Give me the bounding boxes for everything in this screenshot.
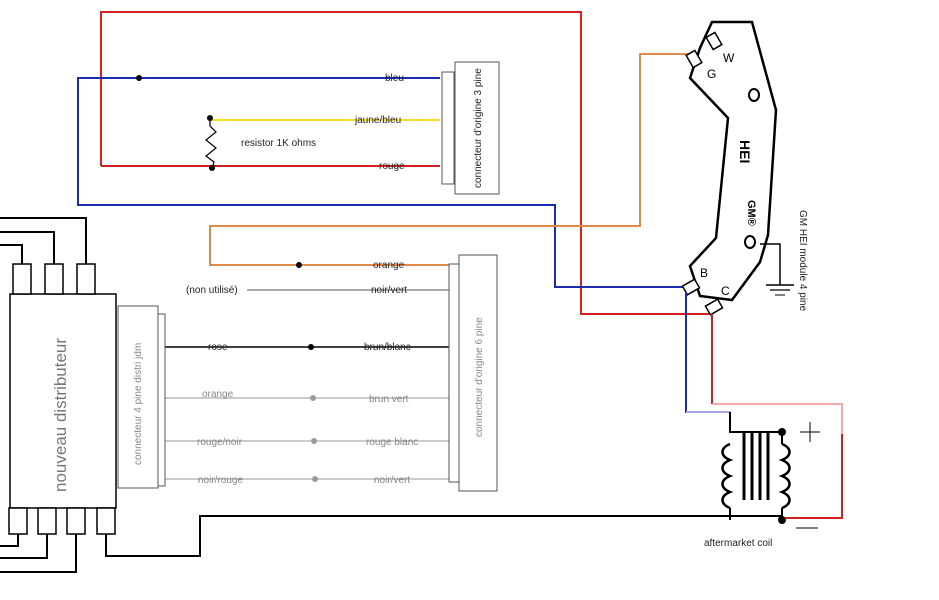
label-module-brand: GM® — [745, 200, 757, 226]
terminal-g — [685, 49, 703, 69]
label-jaune-bleu: jaune/bleu — [354, 115, 401, 126]
label-pin-w: W — [723, 51, 735, 65]
terminal-b — [681, 278, 701, 296]
label-connector-4: connecteur 4 pine distri jdm — [133, 343, 144, 465]
terminal-w — [705, 31, 723, 51]
connector-4-pin — [117, 305, 159, 489]
module-hole-icon — [744, 235, 756, 249]
label-bleu: bleu — [385, 73, 404, 84]
connector-3-pin-tab — [441, 71, 455, 185]
label-rouge: rouge — [379, 161, 405, 172]
label-pin-g: G — [707, 67, 716, 81]
resistor-symbol — [205, 118, 217, 169]
label-resistor: resistor 1K ohms — [241, 138, 316, 149]
connector-6-pin-tab — [448, 263, 460, 483]
distributor-bottom-leads — [0, 515, 782, 573]
label-connector-3: connecteur d'origine 3 pine — [473, 68, 484, 188]
label-rose: rose — [208, 342, 228, 353]
label-brun-vert: brun vert — [369, 394, 409, 405]
blue-junction-dot — [136, 75, 142, 81]
label-orange-left: orange — [202, 389, 234, 400]
label-orange-top: orange — [373, 260, 405, 271]
pink-wire-to-coil — [712, 403, 843, 434]
aftermarket-coil — [721, 412, 791, 520]
distributor-body — [9, 293, 117, 509]
label-noir-rouge: noir/rouge — [198, 475, 243, 486]
distributor-terminal — [12, 263, 32, 295]
blue-wire-loop — [77, 77, 690, 288]
distributor-terminal — [44, 263, 64, 295]
ground-wire — [760, 243, 781, 285]
label-coil: aftermarket coil — [704, 538, 772, 549]
rouge-blanc-dot — [311, 438, 317, 444]
label-pin-b: B — [700, 266, 708, 280]
red-wire-coil-plus — [784, 434, 843, 519]
label-connector-6: connecteur d'origine 6 pine — [474, 317, 485, 437]
red-wire-top-loop — [100, 11, 712, 315]
distributor-terminal — [66, 507, 86, 535]
terminal-c — [704, 298, 724, 316]
brun-blanc-junction-dot — [308, 344, 314, 350]
hei-module-body — [688, 20, 778, 302]
distributor-terminal — [96, 507, 116, 535]
label-rouge-blanc: rouge blanc — [366, 437, 418, 448]
distributor-terminal — [76, 263, 96, 295]
connector-3-pin — [454, 61, 500, 195]
coil-top-dot — [778, 428, 786, 436]
label-module-hei: HEI — [737, 140, 753, 163]
orange-junction-dot — [296, 262, 302, 268]
distributor-terminal — [8, 507, 28, 535]
distributor-top-leads — [0, 217, 87, 264]
resistor-bottom-dot — [209, 165, 215, 171]
label-rouge-noir: rouge/noir — [197, 437, 243, 448]
orange-wire — [209, 53, 695, 266]
noir-vert-bottom-dot — [312, 476, 318, 482]
label-distributor: nouveau distributeur — [51, 338, 70, 492]
label-noir-vert-bottom: noir/vert — [374, 475, 410, 486]
label-noir-vert-top: noir/vert — [371, 285, 407, 296]
label-module: GM HEI module 4 pine — [797, 210, 808, 312]
coil-bottom-dot — [778, 516, 786, 524]
distributor-terminal — [37, 507, 57, 535]
label-non-utilise: (non utilisé) — [186, 285, 238, 296]
brun-vert-dot — [310, 395, 316, 401]
module-hole-icon — [748, 88, 760, 102]
label-brun-blanc: brun/blanc — [364, 342, 411, 353]
label-pin-c: C — [721, 284, 730, 298]
connector-6-pin — [458, 254, 498, 492]
